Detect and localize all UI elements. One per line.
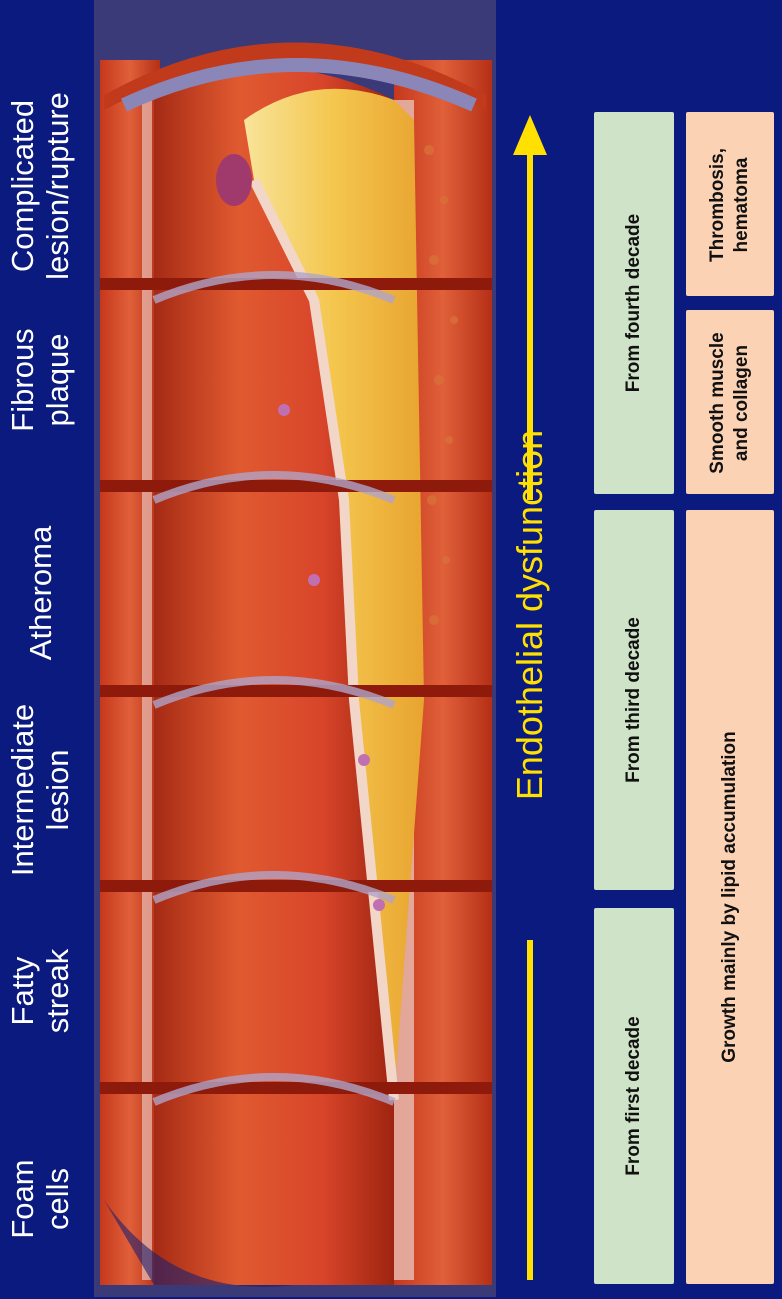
onset-label-third-decade: From third decade bbox=[614, 510, 654, 890]
growth-label-lipid: Growth mainly by lipid accumulation bbox=[710, 647, 750, 1147]
thrombus bbox=[216, 154, 252, 206]
onset-label-first-decade: From first decade bbox=[614, 906, 654, 1286]
artery-cross-section-illustration bbox=[94, 0, 496, 1297]
growth-label-thrombosis: Thrombosis,hematoma bbox=[700, 115, 760, 295]
arrow-label: Endothelial dysfunction bbox=[505, 415, 555, 815]
onset-label-fourth-decade: From fourth decade bbox=[614, 113, 654, 493]
stage-label-atheroma: Atheroma bbox=[0, 493, 80, 693]
